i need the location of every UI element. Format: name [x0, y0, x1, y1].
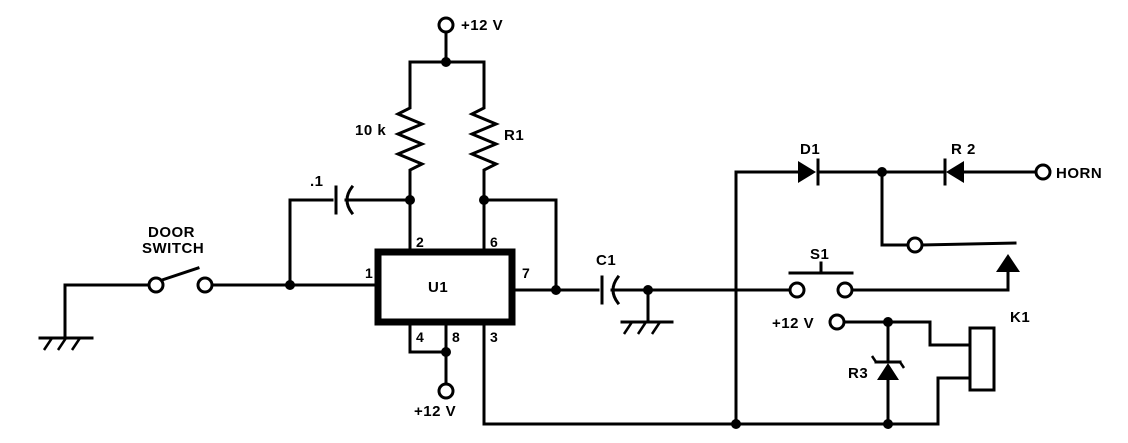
- pin-7-label: 7: [522, 265, 530, 281]
- pin-8-label: 8: [452, 329, 460, 345]
- relay-k1-coil: +12 V R3 K1: [772, 309, 1030, 426]
- capacitor-c1-label: C1: [596, 252, 616, 269]
- supply-bottom-label: +12 V: [414, 403, 456, 420]
- pin3-bus: [482, 324, 893, 429]
- resistor-10k-label: 10 k: [355, 122, 386, 139]
- pin-4-label: 4: [416, 329, 424, 345]
- horn-terminal: [1034, 163, 1052, 181]
- resistor-10k: 10 k: [355, 60, 426, 202]
- top-supply: +12 V: [408, 16, 503, 67]
- supply-top-terminal: [437, 16, 455, 34]
- bottom-supply: +12 V: [408, 324, 456, 420]
- s1-contact-left: [788, 281, 806, 299]
- diode-r2-label: R 2: [951, 141, 976, 158]
- diode-d1-label: D1: [800, 141, 820, 158]
- supply-bottom-terminal: [437, 382, 455, 400]
- capacitor-c1: C1: [514, 252, 790, 335]
- diode-chain: D1 R 2 HORN: [734, 141, 1102, 426]
- s1-contact-right: [836, 281, 854, 299]
- door-switch-label-line2: SWITCH: [142, 240, 204, 257]
- pin-2-label: 2: [416, 234, 424, 250]
- pin-3-label: 3: [490, 329, 498, 345]
- ic-u1: U1 1 2 6 7 4 8 3: [365, 234, 530, 345]
- pin-1-label: 1: [365, 265, 373, 281]
- door-switch-label-line1: DOOR: [148, 224, 195, 241]
- resistor-r1-label: R1: [504, 127, 524, 144]
- door-switch-contact-left: [147, 276, 165, 294]
- relay-k1-label: K1: [1010, 309, 1030, 326]
- capacitor-01-label: .1: [310, 173, 324, 190]
- ic-u1-label: U1: [428, 279, 448, 296]
- relay-k1-contact: [880, 170, 1020, 292]
- switch-s1: S1: [788, 246, 1010, 299]
- supply-top-label: +12 V: [461, 17, 503, 34]
- relay-k1-coil-body: [968, 326, 996, 392]
- resistor-r1: R1: [468, 60, 524, 202]
- supply-k1-terminal: [828, 313, 846, 331]
- pin6-feedback: [408, 195, 558, 292]
- ic-u1-body: [374, 248, 516, 326]
- door-switch-contact-right: [196, 276, 214, 294]
- switch-s1-label: S1: [810, 246, 829, 263]
- relay-contact-terminal: [906, 236, 924, 254]
- door-switch: DOOR SWITCH: [38, 224, 376, 351]
- horn-label: HORN: [1056, 165, 1102, 182]
- pin-6-label: 6: [490, 234, 498, 250]
- supply-k1-label: +12 V: [772, 315, 814, 332]
- capacitor-01: .1: [288, 173, 415, 287]
- zener-r3-label: R3: [848, 365, 868, 382]
